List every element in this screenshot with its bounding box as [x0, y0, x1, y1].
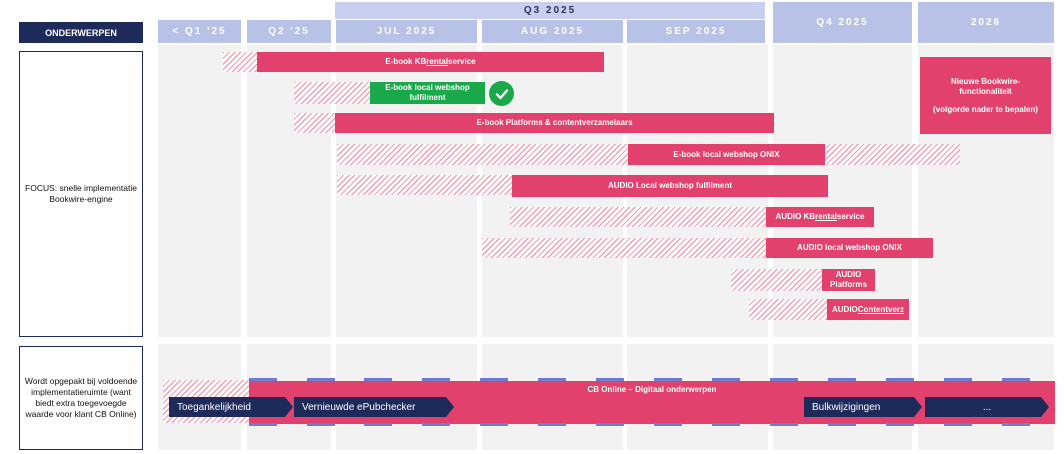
checkmark-icon	[495, 88, 508, 99]
bar-audio-kb-rental: AUDIO KB rental service	[766, 207, 874, 227]
bar-audio-fulfilment: AUDIO Local webshop fulfilment	[512, 175, 828, 197]
band-dash	[307, 378, 335, 381]
band-dash	[480, 423, 508, 426]
bar-ebook-local-fulfilment: E-book local webshop fulfilment	[370, 82, 485, 104]
period-header: < Q1 '25	[158, 20, 241, 43]
bar-label: AUDIO	[831, 304, 858, 314]
planned-range	[294, 82, 370, 104]
bar-label: AUDIO KB	[775, 212, 816, 221]
topics-header: ONDERWERPEN	[19, 22, 143, 43]
period-header: JUL 2025	[336, 20, 477, 43]
quarter-group-header: Q3 2025	[335, 2, 765, 19]
bar-label-underlined: rental	[426, 57, 449, 66]
cb-online-title: CB Online – Digitaal onderwerpen	[587, 385, 717, 394]
planned-range	[294, 113, 335, 133]
band-dash	[364, 378, 392, 381]
bar-label-underlined: rental	[815, 212, 837, 221]
bar-ebook-platforms: E-book Platforms & contentverzamelaars	[335, 113, 774, 133]
band-dash	[770, 423, 798, 426]
bar-ebook-onix: E-book local webshop ONIX	[628, 144, 825, 165]
milestone-arrow: Bulkwijzigingen	[804, 397, 922, 417]
period-header: 2026	[918, 2, 1054, 43]
band-dash	[944, 423, 972, 426]
band-dash	[654, 423, 682, 426]
milestone-arrow: Toegankelijkheid	[169, 397, 293, 417]
period-header: SEP 2025	[627, 20, 765, 43]
bar-label: service	[448, 57, 476, 66]
row-label-focus: FOCUS: snelle implementatie Bookwire-eng…	[19, 51, 143, 337]
checkmark-icon	[489, 81, 514, 106]
band-dash	[1002, 423, 1030, 426]
block-nieuwe-bookwire: Nieuwe Bookwire-functionaliteit (volgord…	[920, 57, 1051, 134]
band-dash	[654, 378, 682, 381]
band-dash	[828, 423, 856, 426]
band-dash	[249, 378, 277, 381]
band-dash	[828, 378, 856, 381]
period-header: Q4 2025	[773, 2, 912, 43]
band-dash	[480, 378, 508, 381]
milestone-arrow: ...	[925, 397, 1049, 417]
block-title: Nieuwe Bookwire-functionaliteit	[951, 76, 1020, 96]
band-dash	[422, 423, 450, 426]
band-dash	[307, 423, 335, 426]
planned-range	[731, 269, 822, 291]
bar-label-underlined: Contentverz	[857, 304, 904, 314]
band-dash	[249, 423, 277, 426]
band-dash	[944, 378, 972, 381]
band-dash	[596, 423, 624, 426]
band-dash	[538, 378, 566, 381]
planned-range	[749, 299, 827, 320]
band-dash	[886, 423, 914, 426]
planned-range	[510, 207, 767, 227]
band-dash	[770, 378, 798, 381]
bar-label: service	[836, 212, 865, 221]
band-dash	[596, 378, 624, 381]
planned-range	[223, 52, 257, 72]
period-header: Q2 '25	[247, 20, 331, 43]
band-dash	[364, 423, 392, 426]
planned-range	[482, 238, 766, 258]
period-header: AUG 2025	[482, 20, 623, 43]
band-dash	[538, 423, 566, 426]
bar-label: E-book KB	[385, 57, 427, 66]
bar-ebook-kb-rental: E-book KB rental service	[257, 52, 604, 72]
band-dash	[422, 378, 450, 381]
row-label-secondary: Wordt opgepakt bij voldoende implementat…	[19, 346, 143, 450]
bar-audio-contentverz: AUDIO Contentverz	[827, 299, 909, 320]
band-dash	[712, 378, 740, 381]
bar-audio-platforms: AUDIO Platforms	[822, 269, 875, 291]
band-dash	[886, 378, 914, 381]
planned-range	[337, 175, 513, 195]
column-bg	[158, 45, 241, 337]
band-dash	[712, 423, 740, 426]
band-dash	[1002, 378, 1030, 381]
milestone-arrow: Vernieuwde ePubchecker	[294, 397, 454, 417]
bar-audio-onix: AUDIO local webshop ONIX	[766, 238, 933, 258]
block-subtitle: (volgorde nader te bepalen)	[933, 104, 1038, 114]
